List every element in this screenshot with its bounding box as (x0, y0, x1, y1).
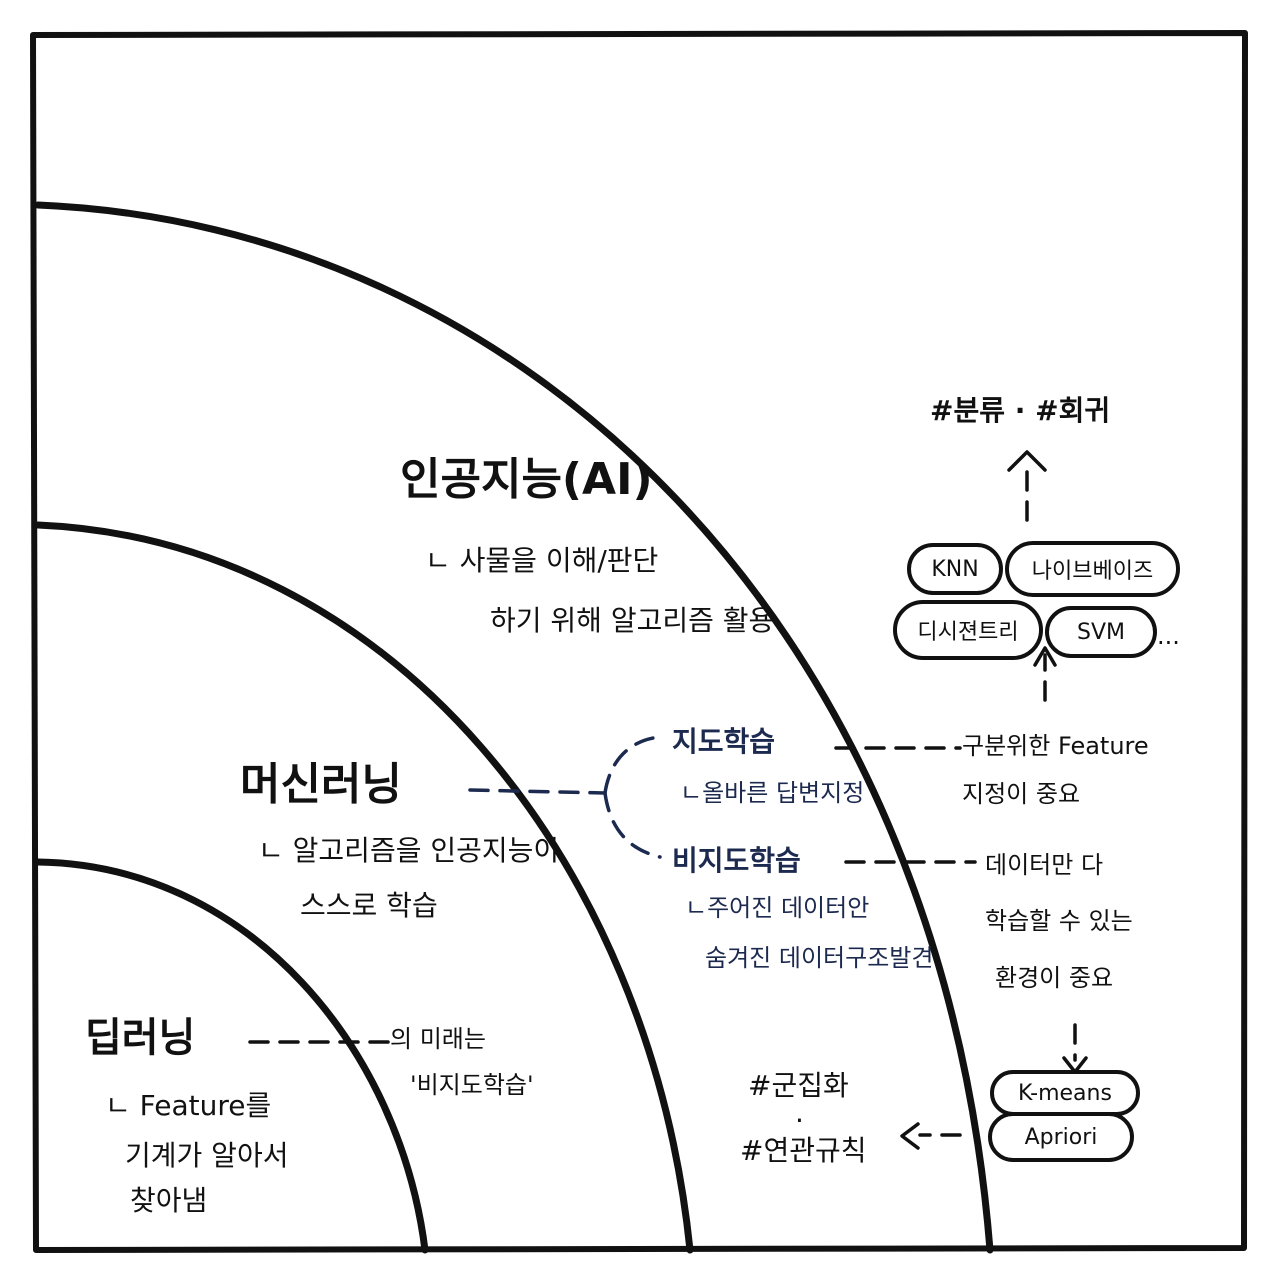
algo-kmeans-pill: K-means (990, 1070, 1140, 1116)
ai-desc-line-2: 하기 위해 알고리즘 활용 (490, 604, 775, 637)
tags-bottom-line-1: #군집화 (748, 1069, 849, 1102)
unsupervised-note-line-3: 환경이 중요 (995, 964, 1114, 992)
tags-bottom-line-2: #연관규칙 (740, 1134, 867, 1167)
algo-naive-bayes-pill: 나이브베이즈 (1005, 541, 1180, 597)
unsupervised-note-line-1: 데이터만 다 (985, 851, 1104, 879)
algo-apriori-pill: Apriori (988, 1112, 1134, 1162)
algo-ellipsis: ... (1157, 622, 1180, 650)
algo-decision-tree-pill: 디시젼트리 (893, 600, 1043, 660)
arrowhead-up-algo (1033, 646, 1057, 667)
ml-desc-line-1: ㄴ 알고리즘을 인공지능이 (258, 834, 560, 867)
ml-desc-line-2: 스스로 학습 (300, 889, 438, 922)
arrowhead-left-tags (900, 1122, 920, 1150)
unsupervised-note-line-2: 학습할 수 있는 (985, 907, 1133, 935)
dl-desc-line-1: ㄴ Feature를 (105, 1089, 272, 1122)
algo-svm-pill: SVM (1045, 606, 1157, 658)
supervised-note-line-2: 지정이 중요 (962, 780, 1081, 808)
tags-top: #분류 · #회귀 (930, 394, 1111, 427)
branch-down-dash (603, 791, 662, 859)
branch-up-dash (603, 735, 662, 795)
dl-desc-line-2: 기계가 알아서 (125, 1139, 289, 1172)
ai-title: 인공지능(AI) (400, 454, 653, 505)
unsupervised-desc-line-1: ㄴ주어진 데이터안 (685, 894, 870, 922)
arrowhead-up-tags (1007, 450, 1047, 472)
ml-to-branch-dash (468, 788, 607, 795)
dl-future-line-1: 의 미래는 (390, 1025, 486, 1053)
supervised-note-line-1: 구분위한 Feature (962, 732, 1149, 760)
dl-desc-line-3: 찾아냄 (130, 1184, 208, 1217)
dl-title: 딥러닝 (85, 1015, 196, 1061)
dl-arc (34, 858, 429, 1254)
unsupervised-desc-line-2: 숨겨진 데이터구조발견 (705, 944, 934, 972)
outer-frame (30, 30, 1248, 1253)
ai-arc (34, 201, 994, 1254)
ml-title: 머신러닝 (240, 759, 402, 810)
algo-knn-pill: KNN (907, 543, 1003, 595)
tags-bottom-dot: · (795, 1104, 804, 1137)
ml-arc (34, 521, 694, 1254)
unsupervised-title: 비지도학습 (672, 844, 801, 877)
ai-desc-line-1: ㄴ 사물을 이해/판단 (425, 544, 659, 577)
supervised-desc: ㄴ올바른 답변지정 (680, 779, 865, 807)
supervised-title: 지도학습 (672, 725, 776, 758)
dl-future-line-2: '비지도학습' (410, 1071, 534, 1099)
